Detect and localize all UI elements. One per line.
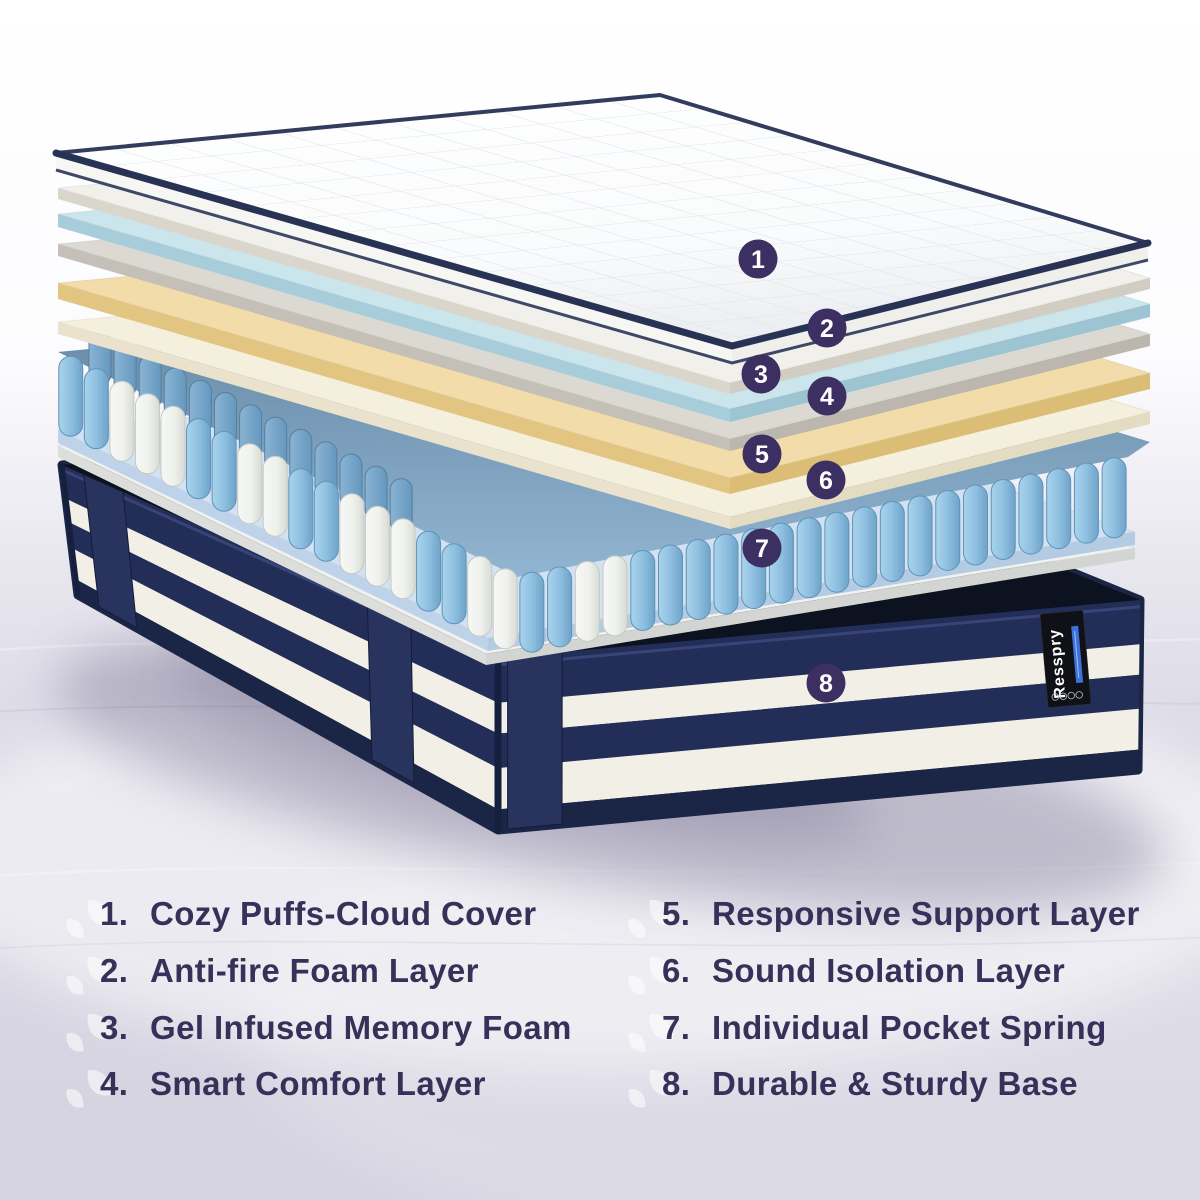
leaf-icon <box>628 1014 674 1052</box>
leaf-icon <box>66 1014 112 1052</box>
badge-3: 3 <box>741 354 781 394</box>
badge-4: 4 <box>807 376 847 416</box>
leaf-icon <box>66 957 112 995</box>
leaf-icon <box>628 1070 674 1108</box>
legend-label: Durable & Sturdy Base <box>712 1065 1079 1102</box>
layer-badges: 1 2 3 4 5 6 7 8 <box>738 239 847 703</box>
brand-name: Resspry <box>1046 628 1069 699</box>
badge-8: 8 <box>806 663 846 703</box>
legend-number: 8. <box>662 1065 691 1102</box>
svg-text:8: 8 <box>819 670 833 698</box>
legend-label: Cozy Puffs-Cloud Cover <box>150 895 537 932</box>
legend-number: 7. <box>662 1009 691 1046</box>
legend-number: 5. <box>662 895 691 932</box>
badge-7: 7 <box>742 528 782 568</box>
leaf-icon <box>66 900 112 938</box>
svg-text:4: 4 <box>820 383 834 411</box>
legend-label: Sound Isolation Layer <box>712 952 1066 989</box>
legend-label: Anti-fire Foam Layer <box>150 952 479 989</box>
brand-tag: Resspry <box>1039 610 1092 708</box>
legend-number: 2. <box>100 952 129 989</box>
leaf-icon <box>628 900 674 938</box>
leaf-icon <box>628 957 674 995</box>
svg-text:7: 7 <box>755 535 769 563</box>
legend-number: 1. <box>100 895 129 932</box>
certification-icons <box>1051 691 1083 701</box>
cover-layer <box>52 93 1152 365</box>
legend-number: 6. <box>662 952 691 989</box>
svg-text:3: 3 <box>754 361 768 389</box>
wave-line <box>0 936 1200 949</box>
badge-6: 6 <box>806 460 846 500</box>
legend-number: 4. <box>100 1065 129 1102</box>
legend-label: Smart Comfort Layer <box>150 1065 486 1102</box>
badge-2: 2 <box>807 308 847 348</box>
svg-text:2: 2 <box>820 315 834 343</box>
legend-label: Gel Infused Memory Foam <box>150 1009 572 1046</box>
legend-label: Individual Pocket Spring <box>712 1009 1107 1046</box>
svg-text:1: 1 <box>751 246 765 274</box>
svg-text:5: 5 <box>755 441 769 469</box>
legend-number: 3. <box>100 1009 129 1046</box>
badge-5: 5 <box>742 434 782 474</box>
legend-label: Responsive Support Layer <box>712 895 1140 932</box>
leaf-icon <box>66 1070 112 1108</box>
badge-1: 1 <box>738 239 778 279</box>
svg-text:6: 6 <box>819 467 833 495</box>
tag-stripe <box>1071 625 1084 684</box>
